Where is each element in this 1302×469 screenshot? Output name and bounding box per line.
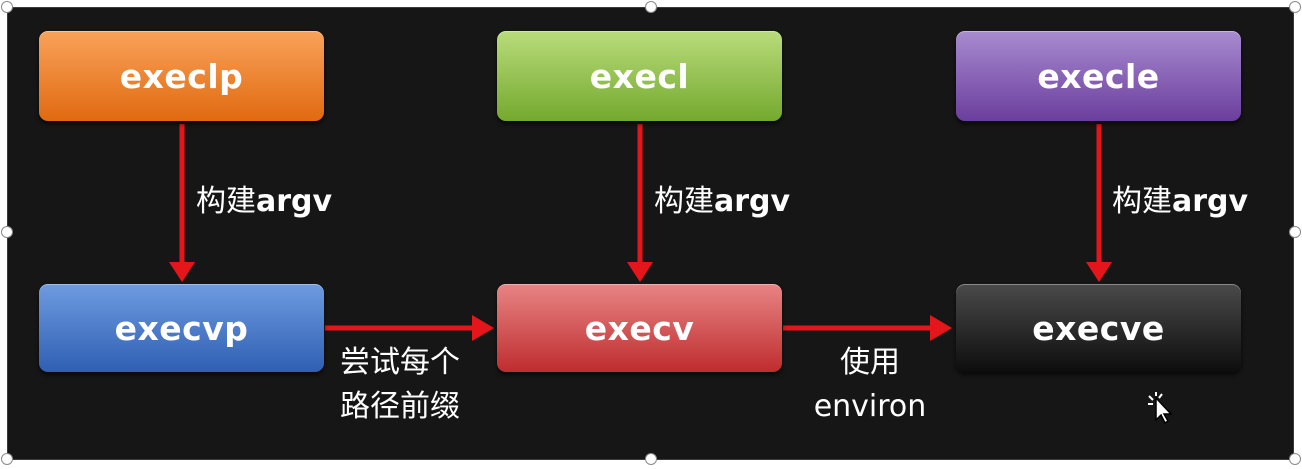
label-try-line2: 路径前缀 (340, 389, 460, 424)
label-build-argv-middle: 构建argv (654, 180, 790, 224)
cursor-icon (1148, 392, 1173, 425)
label-build-argv-left: 构建argv (196, 180, 332, 224)
label-use-line1: 使用 (840, 345, 900, 380)
resize-handle-bottom-left[interactable] (1, 453, 13, 465)
label-build-argv-right: 构建argv (1112, 180, 1248, 224)
resize-handle-bottom-right[interactable] (1289, 453, 1301, 465)
label-build-suffix: argv (1172, 184, 1249, 219)
resize-handle-top-right[interactable] (1289, 1, 1301, 13)
node-execlp[interactable]: execlp (39, 31, 324, 121)
arrow-execvp-to-execv (325, 315, 494, 341)
resize-handle-top-center[interactable] (645, 1, 657, 13)
resize-handle-middle-left[interactable] (1, 226, 13, 238)
label-use-line2: environ (813, 389, 927, 424)
resize-handle-top-left[interactable] (1, 1, 13, 13)
node-execle[interactable]: execle (956, 31, 1241, 121)
label-try-each-path-prefix: 尝试每个 路径前缀 (340, 341, 500, 429)
node-execve[interactable]: execve (956, 284, 1241, 372)
arrow-execv-to-execve (783, 315, 952, 341)
label-build-prefix: 构建 (196, 184, 256, 219)
label-build-suffix: argv (256, 184, 333, 219)
node-execvp[interactable]: execvp (39, 284, 324, 372)
arrow-execlp-to-execvp (169, 124, 195, 282)
node-execv[interactable]: execv (497, 284, 782, 372)
label-try-line1: 尝试每个 (340, 345, 460, 380)
label-use-environ: 使用 environ (795, 341, 945, 429)
label-build-prefix: 构建 (1112, 184, 1172, 219)
arrow-execl-to-execv (627, 124, 653, 282)
arrow-execle-to-execve (1086, 124, 1112, 282)
label-build-suffix: argv (714, 184, 791, 219)
node-execl[interactable]: execl (497, 31, 782, 121)
resize-handle-bottom-center[interactable] (645, 453, 657, 465)
resize-handle-middle-right[interactable] (1289, 226, 1301, 238)
label-build-prefix: 构建 (654, 184, 714, 219)
